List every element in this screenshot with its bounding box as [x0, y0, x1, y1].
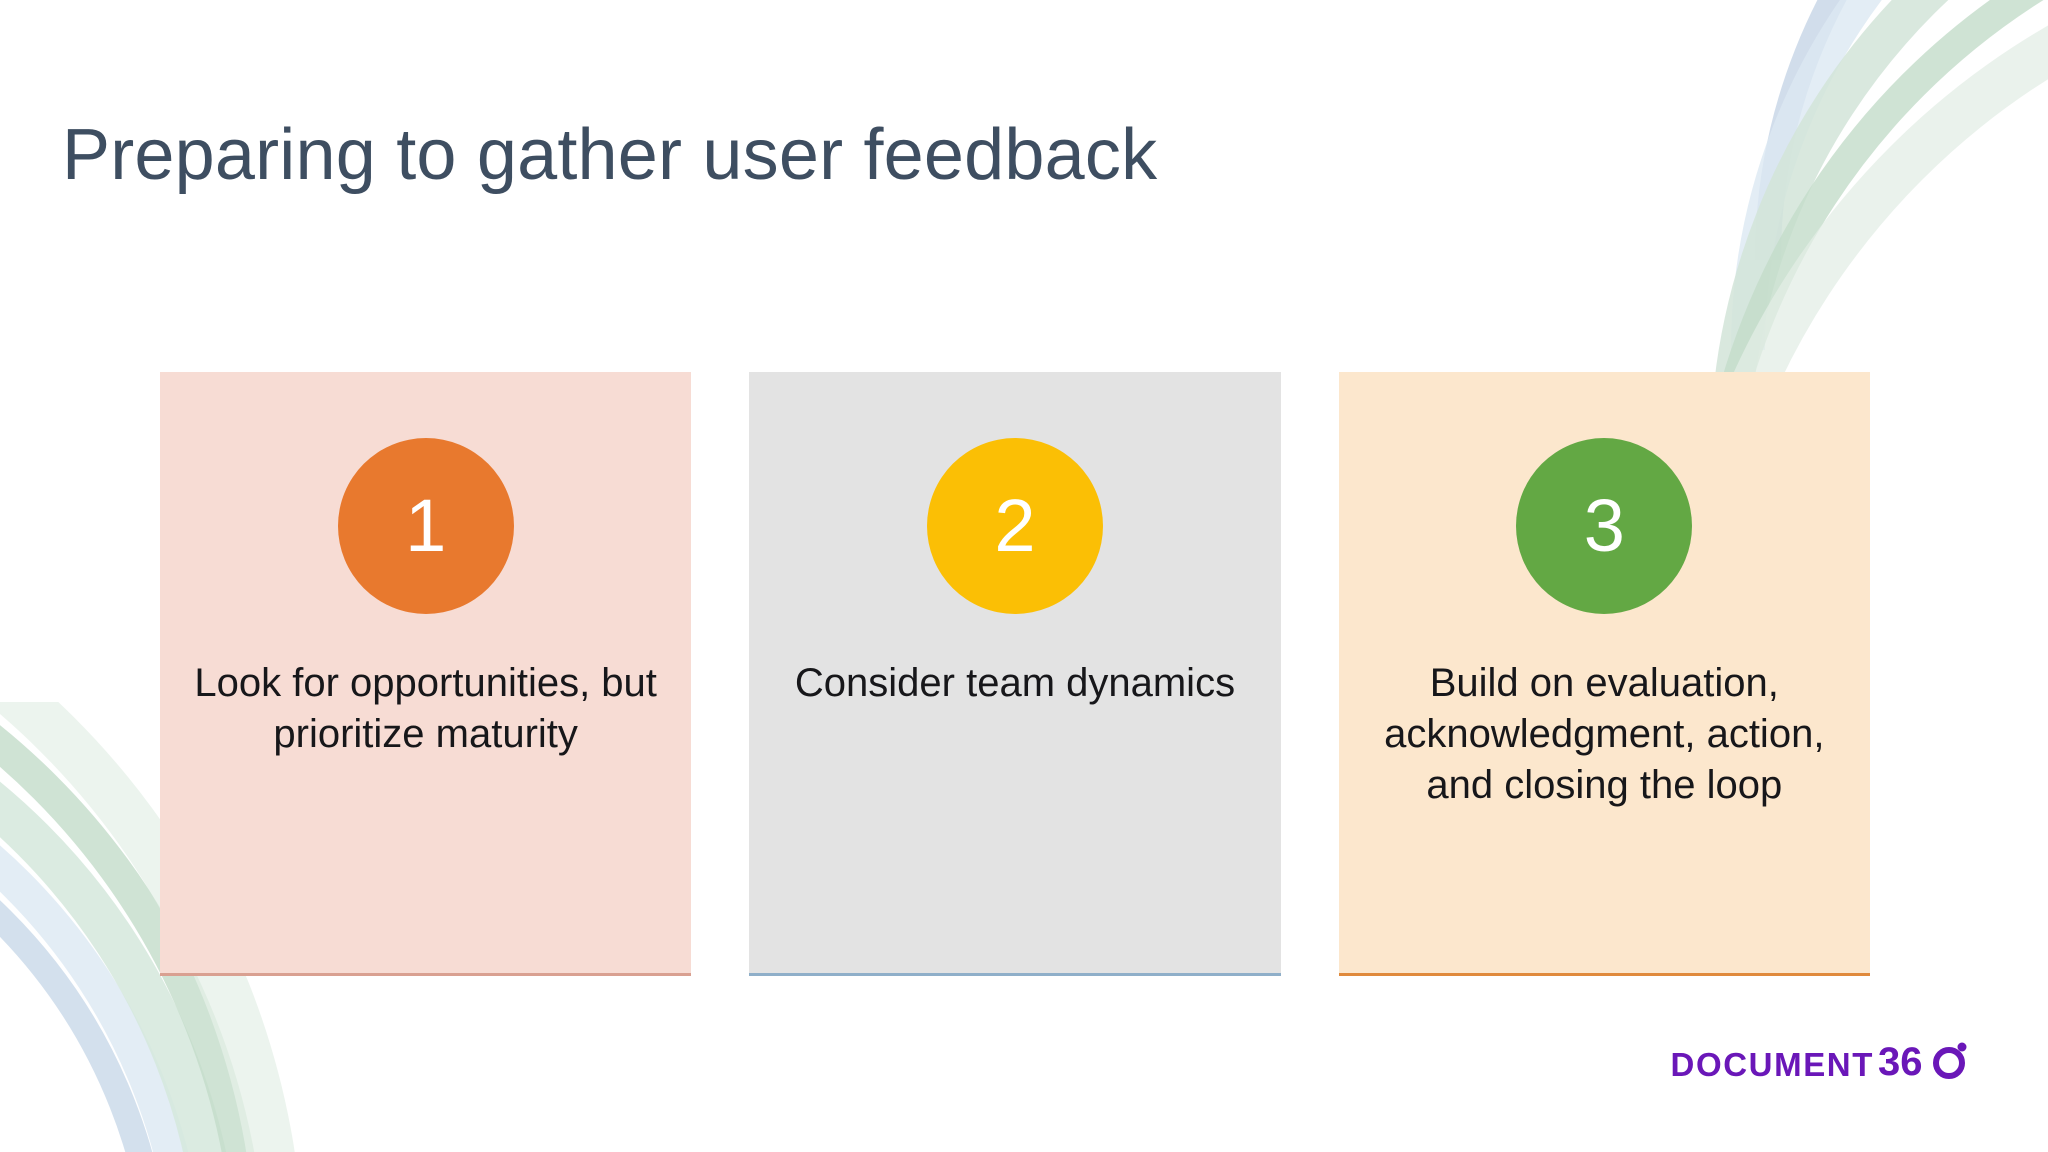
svg-text:36: 36: [1878, 1040, 1923, 1084]
steps-card-row: 1 Look for opportunities, but prioritize…: [160, 372, 1870, 976]
step-number-2: 2: [994, 484, 1036, 567]
step-number-badge-2: 2: [926, 438, 1103, 614]
step-number-badge-3: 3: [1516, 438, 1693, 614]
step-number-3: 3: [1583, 484, 1625, 567]
step-card-1-underline: [160, 973, 692, 976]
logo-360-mark: 36: [1878, 1040, 1970, 1088]
document360-logo: DOCUMENT 36: [1671, 1038, 1970, 1090]
step-card-2[interactable]: 2 Consider team dynamics: [749, 372, 1281, 976]
step-card-2-text: Consider team dynamics: [794, 661, 1236, 705]
step-card-3-underline: [1338, 973, 1870, 976]
logo-wordmark: DOCUMENT: [1670, 1045, 1874, 1083]
step-card-1-text: Look for opportunities, but prioritize m…: [194, 661, 657, 757]
step-card-3[interactable]: 3 Build on evaluation, acknowledgment, a…: [1338, 372, 1870, 976]
step-card-1[interactable]: 1 Look for opportunities, but prioritize…: [160, 372, 692, 976]
page-title: Preparing to gather user feedback: [62, 115, 1158, 195]
step-number-1: 1: [405, 484, 447, 567]
step-card-2-body: 2 Consider team dynamics: [749, 372, 1281, 973]
step-card-3-body: 3 Build on evaluation, acknowledgment, a…: [1338, 372, 1870, 973]
step-card-2-underline: [749, 973, 1281, 976]
step-card-3-text: Build on evaluation, acknowledgment, act…: [1384, 661, 1825, 808]
step-card-1-body: 1 Look for opportunities, but prioritize…: [160, 372, 692, 973]
step-number-badge-1: 1: [337, 438, 514, 614]
